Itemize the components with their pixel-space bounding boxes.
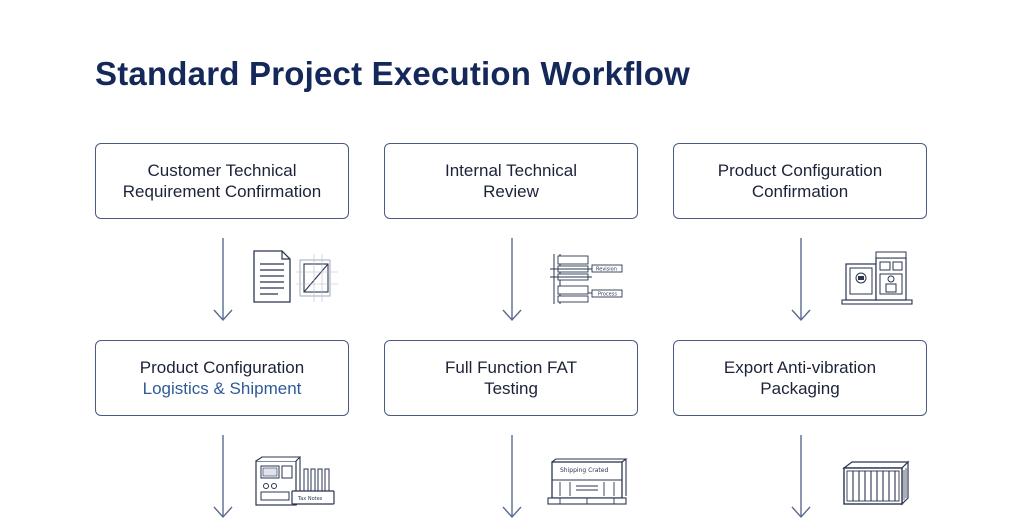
shipping-crated-label: Shipping Crated: [560, 467, 608, 474]
step-internal-review: Internal Technical Review: [384, 143, 638, 219]
down-arrow-icon: [789, 238, 813, 322]
step-fat-testing: Full Function FAT Testing: [384, 340, 638, 416]
down-arrow-icon: [500, 238, 524, 322]
down-arrow-icon: [211, 435, 235, 519]
step-antivibration-packaging: Export Anti-vibration Packaging: [673, 340, 927, 416]
step-label-line2: Packaging: [760, 379, 840, 398]
down-arrow-icon: [500, 435, 524, 519]
step-customer-requirement: Customer Technical Requirement Confirmat…: [95, 143, 349, 219]
machine-configuration-icon: [840, 248, 914, 306]
step-label-line1: Product Configuration: [139, 358, 305, 377]
step-configuration-confirmation: Product Configuration Confirmation: [673, 143, 927, 219]
shipping-crate-icon: Shipping Crated: [546, 458, 630, 508]
process-label: Process: [598, 292, 617, 298]
step-label-line1: Export Anti-vibration: [723, 358, 877, 377]
packaging-crate-icon: [840, 460, 912, 508]
down-arrow-icon: [211, 238, 235, 322]
document-drawing-icon: [252, 250, 342, 306]
step-label-line2: Requirement Confirmation: [122, 182, 322, 201]
page-title: Standard Project Execution Workflow: [95, 55, 690, 92]
step-label-line1: Customer Technical: [147, 161, 297, 180]
step-label-line2: Testing: [484, 379, 538, 398]
step-logistics-shipment: Product Configuration Logistics & Shipme…: [95, 340, 349, 416]
review-process-icon: Revision Process: [548, 252, 628, 306]
logistics-machine-icon: Tax Notes: [254, 455, 338, 511]
revision-label: Revision: [596, 267, 617, 273]
step-label-line2: Confirmation: [751, 182, 849, 201]
step-label-line2: Review: [483, 182, 539, 201]
step-label-line1: Full Function FAT: [445, 358, 577, 377]
step-label-line2: Logistics & Shipment: [142, 379, 302, 398]
step-label-line1: Internal Technical: [445, 161, 577, 180]
tax-notes-label: Tax Notes: [297, 496, 323, 502]
step-label-line1: Product Configuration: [717, 161, 883, 180]
down-arrow-icon: [789, 435, 813, 519]
